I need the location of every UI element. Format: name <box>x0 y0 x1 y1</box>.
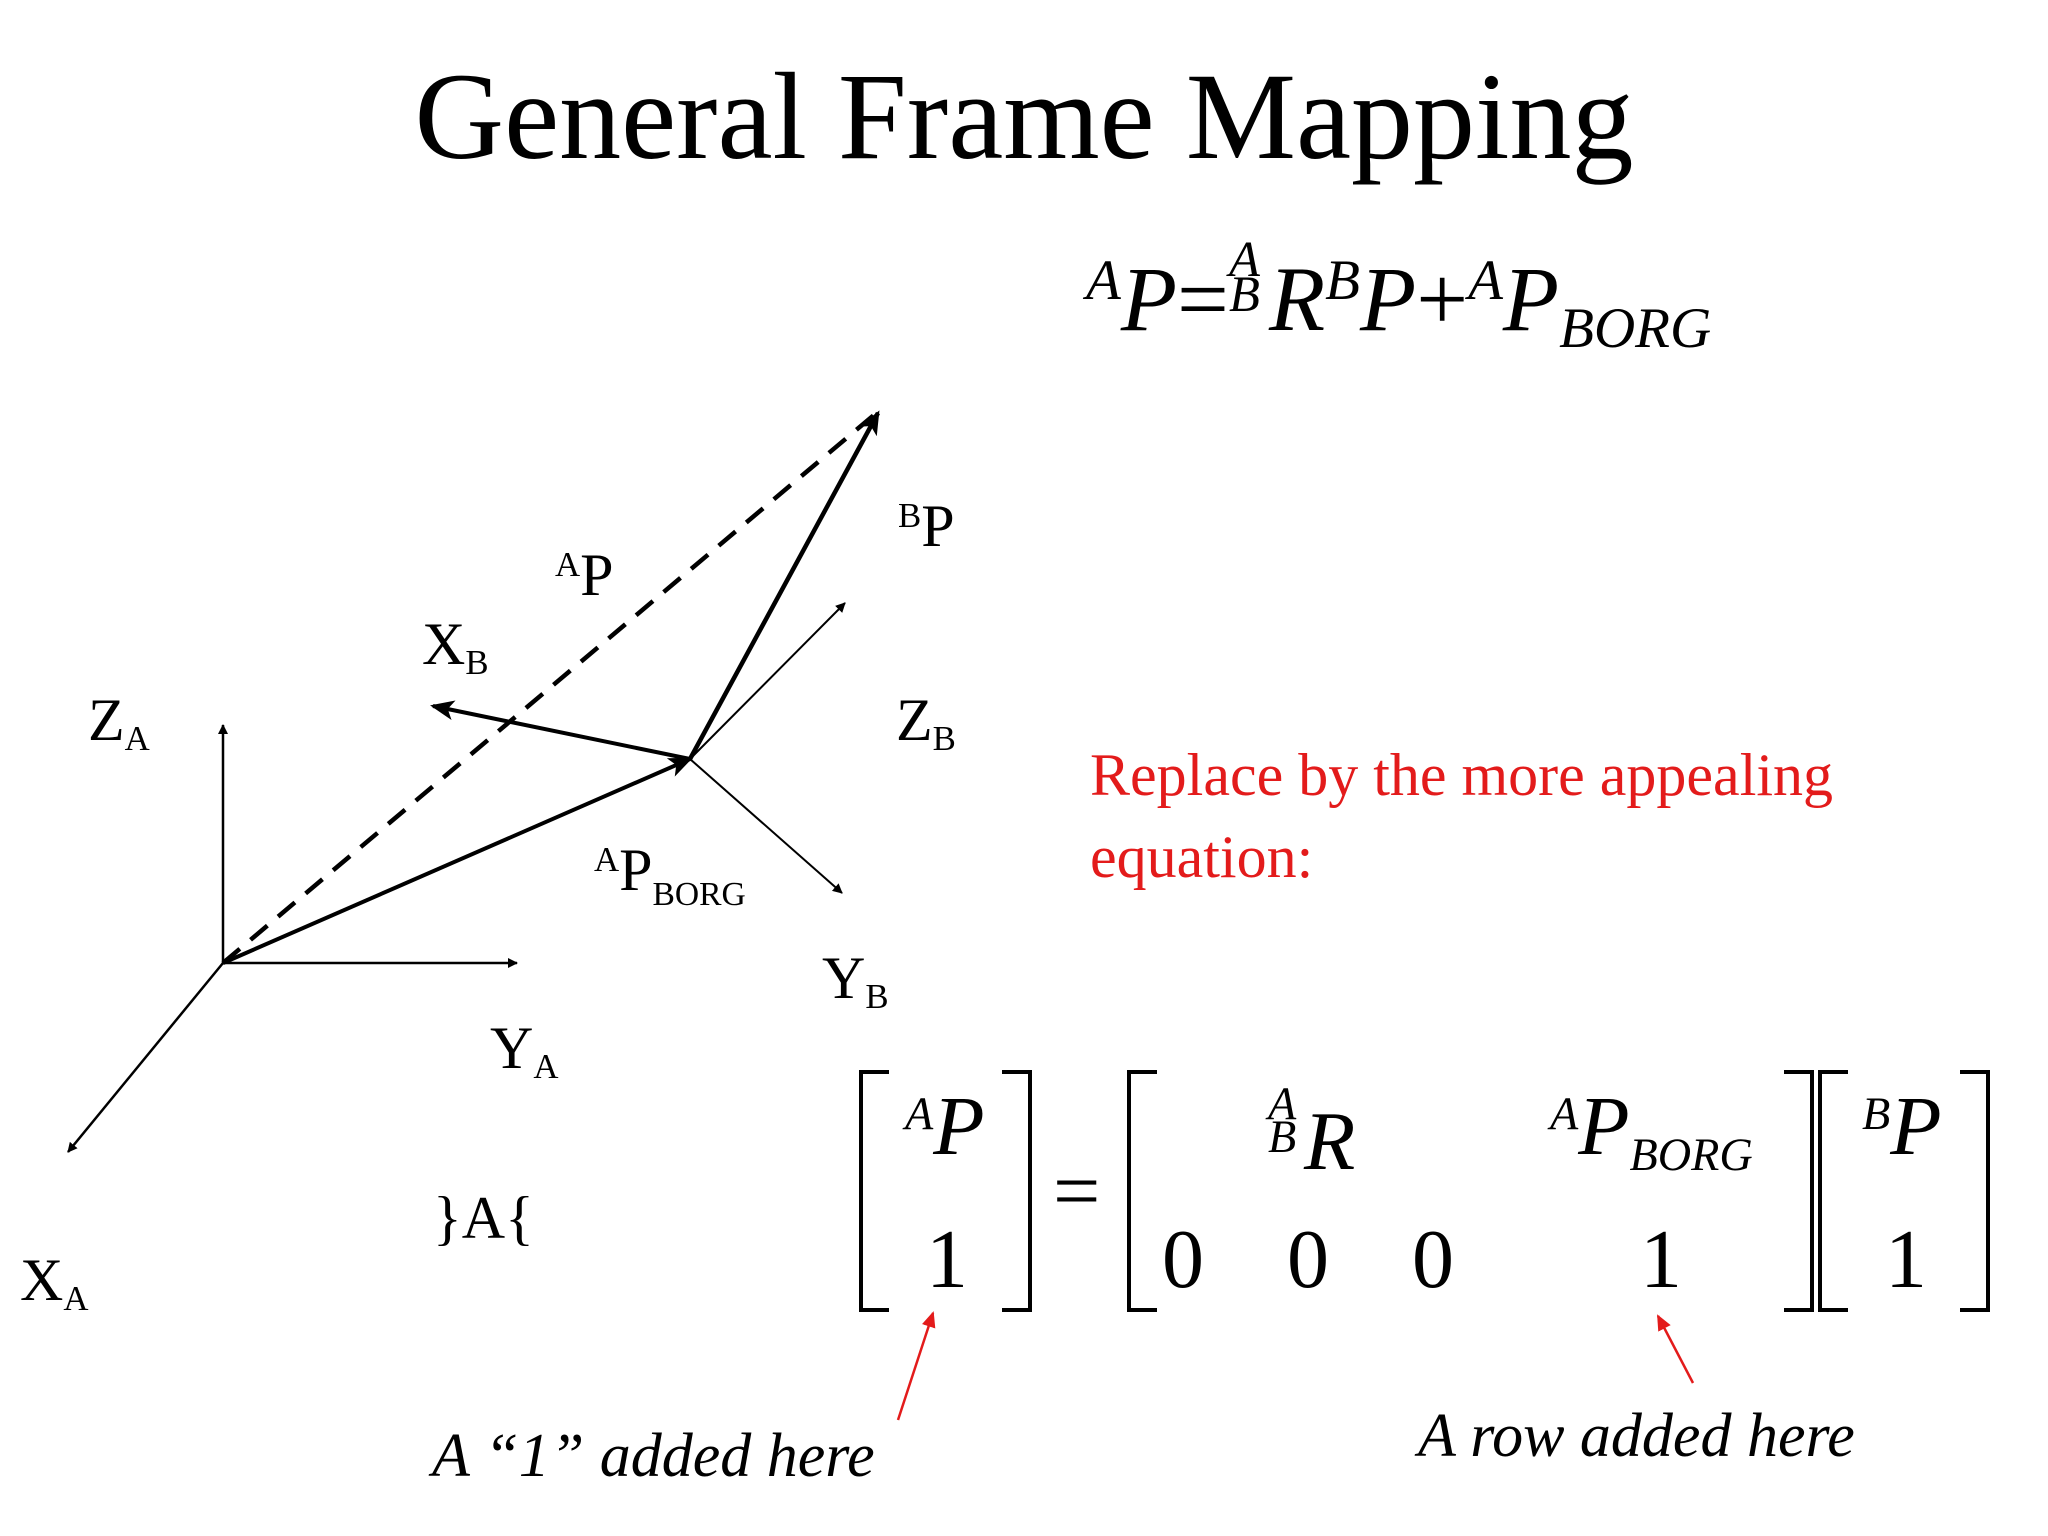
eq-equals: = <box>1177 248 1229 350</box>
label-frame-a: }A{ <box>433 1185 534 1251</box>
label-yb: YB <box>822 945 889 1017</box>
caption-right: A row added here <box>1418 1402 1855 1470</box>
matrix-zero-2: 0 <box>1287 1213 1329 1306</box>
label-ya: YA <box>490 1015 559 1087</box>
matrix-lhs-p: AP <box>905 1080 985 1173</box>
note-text: Replace by the more appealing equation: <box>1090 742 1834 890</box>
eq-rot-sup: A <box>1228 230 1260 287</box>
matrix-zero-1: 0 <box>1162 1213 1204 1306</box>
label-za: ZA <box>88 687 150 759</box>
vector-ap-porg <box>222 757 693 965</box>
axis-xb <box>430 700 691 761</box>
eq-porg-sub: BORG <box>1559 297 1712 361</box>
eq-porg: P <box>1502 248 1560 350</box>
label-ap-borg: APBORG <box>594 837 746 914</box>
eq-lhs-sup: A <box>1086 248 1121 312</box>
bracket-rhs-left <box>1818 1070 1848 1312</box>
red-arrow-left <box>896 1311 936 1421</box>
eq-plus: + <box>1416 248 1469 350</box>
bracket-lhs-left <box>859 1070 889 1312</box>
axis-zb <box>689 602 846 760</box>
matrix-zero-3: 0 <box>1412 1213 1454 1306</box>
label-ap: AP <box>555 542 614 608</box>
matrix-rhs-one: 1 <box>1885 1213 1927 1306</box>
caption-left: A “1” added here <box>432 1422 875 1490</box>
eq-rot-sub: B <box>1228 266 1260 323</box>
bracket-mat-left <box>1127 1070 1157 1312</box>
eq-porg-sup: A <box>1468 248 1503 312</box>
label-xb: XB <box>422 611 489 683</box>
page-title: General Frame Mapping <box>414 48 1634 185</box>
vector-bp <box>688 410 880 761</box>
matrix-rhs-p: BP <box>1862 1080 1942 1173</box>
eq-lhs: P <box>1120 248 1178 350</box>
bracket-lhs-right <box>1002 1070 1032 1312</box>
bracket-rhs-right <box>1960 1070 1990 1312</box>
eq-rot: R <box>1268 248 1326 350</box>
label-zb: ZB <box>896 687 956 759</box>
bracket-mat-right <box>1784 1070 1814 1312</box>
vector-ap <box>221 413 876 965</box>
matrix-porg: APBORG <box>1550 1080 1753 1181</box>
matrix-one: 1 <box>1640 1213 1682 1306</box>
eq-bp-sup: B <box>1325 248 1360 312</box>
red-arrow-right <box>1656 1314 1695 1384</box>
label-xa: XA <box>20 1247 89 1319</box>
matrix-equals: = <box>1053 1145 1101 1238</box>
axis-yb <box>689 758 843 894</box>
matrix-lhs-one: 1 <box>926 1213 968 1306</box>
axis-xa <box>67 962 224 1153</box>
label-bp: BP <box>898 493 955 559</box>
eq-bp: P <box>1359 248 1417 350</box>
